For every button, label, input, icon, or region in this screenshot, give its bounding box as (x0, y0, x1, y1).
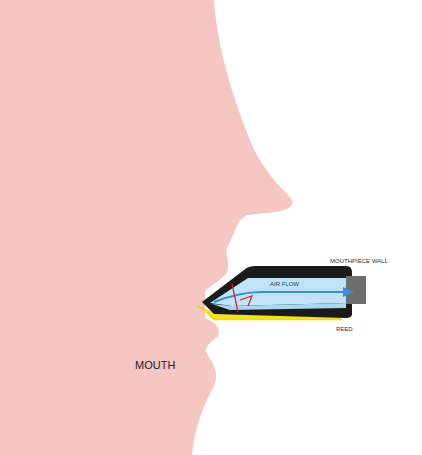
red-marker (232, 284, 252, 312)
air-chamber-lower (212, 303, 346, 310)
air-chamber (210, 278, 346, 306)
arrow-head (343, 287, 354, 297)
face-profile (0, 0, 292, 455)
part-label: MOUTHPIECE WALL (330, 258, 388, 264)
region-label: MOUTH (135, 360, 175, 371)
flow-label: AIR FLOW (270, 281, 299, 287)
part-label: REED (336, 326, 353, 332)
mouthpiece-wall (202, 266, 352, 318)
